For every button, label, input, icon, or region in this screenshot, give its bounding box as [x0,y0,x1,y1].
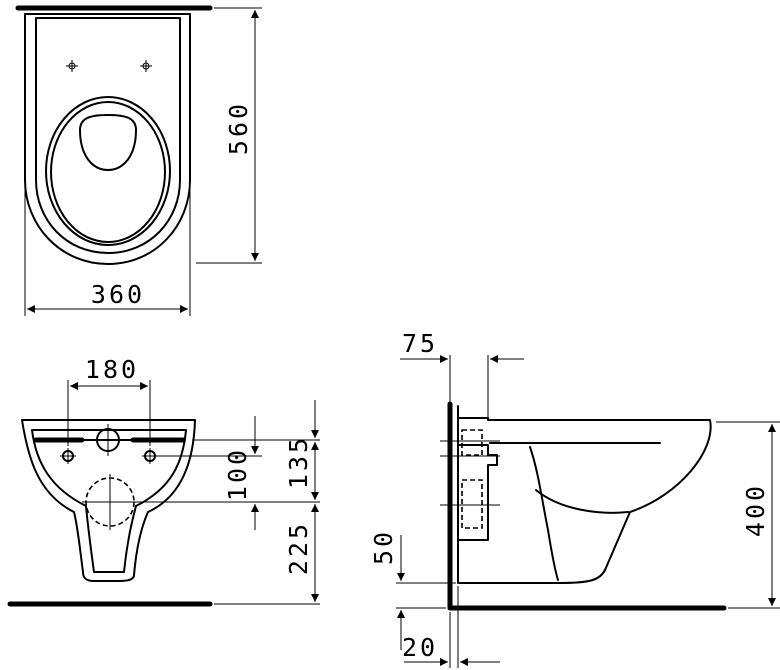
front-view-body [21,419,196,582]
side-view-body-outline [457,405,712,584]
top-view-outer-contour [24,13,191,265]
front-view-fixing-left [60,448,76,464]
seat-inner-ring [50,101,166,243]
side-view-bowl-trap [535,489,629,514]
side-view-rear-recess [457,444,498,541]
front-view: 180 100 135 225 [7,355,320,607]
dim-label-width: 360 [91,280,145,309]
dim-label-clearance: 50 [369,529,398,565]
dim-label-outlet-offset: 225 [284,521,313,575]
side-view: 75 50 20 400 [369,329,780,668]
dim-label-gap: 20 [402,633,438,662]
front-view-drain [82,474,138,530]
front-view-inner-shell [31,429,187,573]
top-view-inner-contour [35,17,181,254]
dim-label-height: 560 [224,101,253,155]
dim-label-fixing-spacing: 180 [85,355,139,384]
dim-label-outlet-height: 135 [284,435,313,489]
side-view-bowl-curve [529,446,559,581]
top-view-fixing-left [66,60,78,72]
side-view-inlet-hidden [461,429,483,456]
side-view-outlet-hidden [461,479,483,529]
top-view-seat [45,96,171,246]
dim-label-rim-height: 400 [741,483,770,537]
front-view-outlet-hole [92,424,124,456]
front-view-fixing-right [142,448,158,464]
bowl-opening [79,114,137,171]
dim-label-fixing-height: 100 [223,447,252,501]
top-view: 560 360 [15,5,262,316]
top-view-fixing-right [140,60,152,72]
dim-label-wall-depth: 75 [402,329,438,358]
seat-outer-ring [45,96,171,246]
